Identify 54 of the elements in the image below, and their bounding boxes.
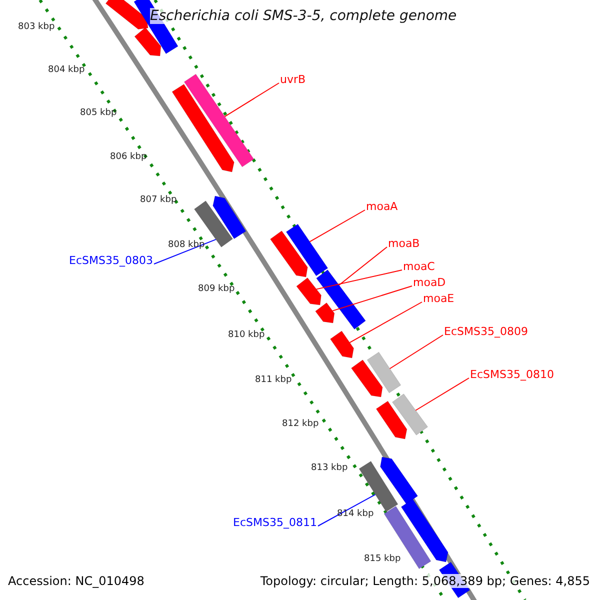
tick-label: 803 kbp — [18, 22, 55, 32]
gene-label: moaD — [413, 276, 446, 289]
gene-label: moaB — [388, 237, 420, 250]
tick-label: 806 kbp — [110, 152, 147, 162]
leader-line — [318, 494, 376, 526]
leader-line — [154, 238, 216, 264]
tick-label: 815 kbp — [364, 554, 401, 564]
gene-block — [296, 277, 322, 306]
tick-label: 814 kbp — [337, 509, 374, 519]
tick-label: 804 kbp — [48, 65, 85, 75]
tick-label: 811 kbp — [255, 375, 292, 385]
tick-label: 808 kbp — [168, 240, 205, 250]
leader-line — [389, 334, 444, 370]
leader-line — [415, 378, 470, 411]
tick-label: 807 kbp — [140, 195, 177, 205]
gene-block — [212, 196, 246, 240]
gene-block — [316, 270, 366, 330]
gene-block — [392, 394, 428, 436]
gene-block — [384, 506, 432, 570]
leader-line — [309, 210, 366, 242]
leader-line — [332, 286, 412, 312]
footer-note: Accession: NC_010498 — [8, 574, 144, 588]
gene-block — [380, 456, 418, 504]
gene-block — [366, 352, 402, 394]
gene-label: EcSMS35_0811 — [233, 516, 317, 529]
gene-label: EcSMS35_0810 — [470, 368, 554, 381]
tick-label: 805 kbp — [80, 108, 117, 118]
gene-block — [270, 230, 308, 278]
gene-label: moaC — [403, 260, 435, 273]
footer-note: Topology: circular; Length: 5,068,389 bp; Genes: 4,855 — [260, 574, 590, 588]
title: Escherichia coli SMS-3-5, complete genome — [150, 8, 457, 24]
gene-block — [351, 360, 383, 398]
leader-line — [349, 302, 422, 343]
gene-block — [105, 0, 148, 30]
gene-block — [376, 400, 408, 440]
gene-block — [315, 302, 335, 324]
leader-line — [338, 246, 388, 286]
gene-block — [330, 330, 354, 358]
leader-line — [224, 82, 280, 118]
gene-block — [184, 74, 254, 168]
tick-label: 810 kbp — [228, 330, 265, 340]
gene-block — [134, 27, 162, 56]
gene-label: moaE — [423, 292, 454, 305]
tick-label: 809 kbp — [198, 284, 235, 294]
gene-label: uvrB — [280, 73, 306, 86]
gene-label: moaA — [366, 200, 398, 213]
leader-line — [316, 270, 402, 290]
tick-label: 813 kbp — [311, 463, 348, 473]
gene-block — [400, 498, 448, 562]
gene-block — [286, 224, 328, 276]
gene-label: EcSMS35_0803 — [69, 254, 153, 267]
gene-label: EcSMS35_0809 — [444, 325, 528, 338]
gene-block — [172, 84, 234, 172]
tick-label: 812 kbp — [282, 419, 319, 429]
